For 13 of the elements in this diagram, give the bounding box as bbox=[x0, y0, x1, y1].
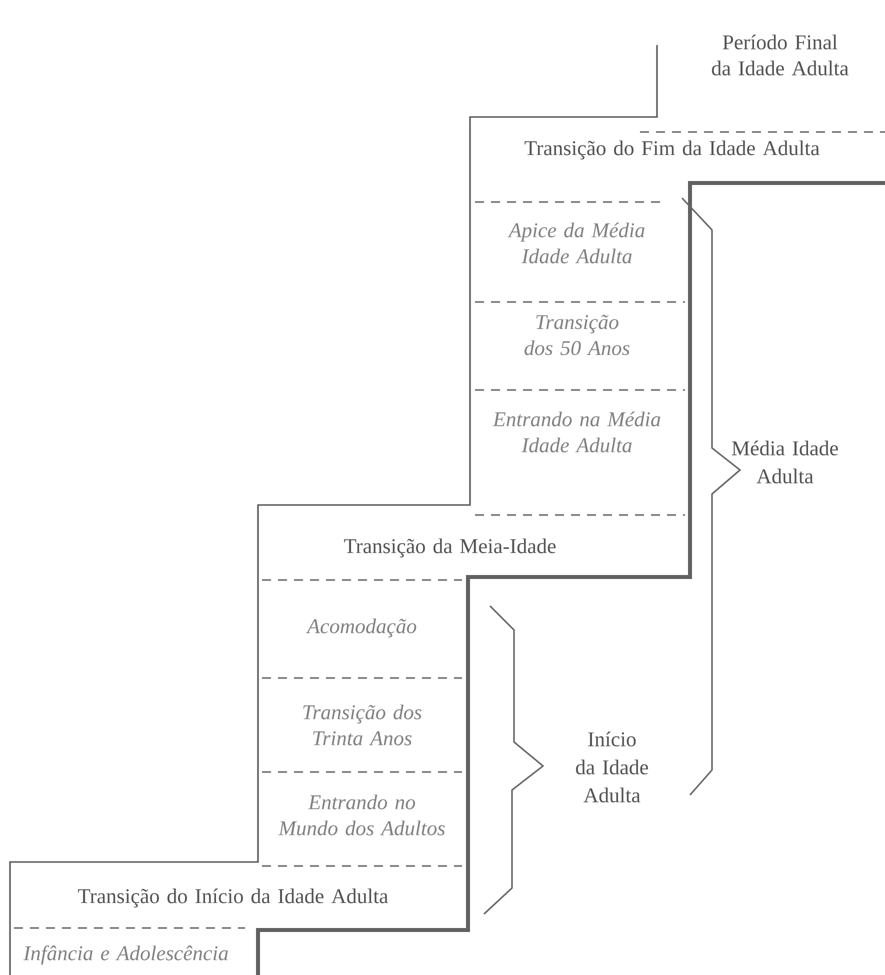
period-label: Entrando no Mundo dos Adultos bbox=[278, 794, 445, 836]
period-label: Acomodação bbox=[306, 618, 416, 638]
transition-label: Transição da Meia-Idade bbox=[344, 538, 556, 558]
period-label: Infância e Adolescência bbox=[23, 945, 228, 965]
period-label: Transição dos Trinta Anos bbox=[303, 704, 422, 746]
period-label: Transição dos 50 Anos bbox=[524, 314, 630, 356]
bracket-label: Início da Idade Adulta bbox=[576, 732, 648, 802]
transition-label: Transição do Fim da Idade Adulta bbox=[524, 140, 820, 160]
bracket-label: Média Idade Adulta bbox=[732, 440, 838, 484]
period-label: Apice da Média Idade Adulta bbox=[508, 222, 644, 264]
transition-label: Transição do Início da Idade Adulta bbox=[78, 888, 388, 908]
period-label: Entrando na Média Idade Adulta bbox=[492, 412, 660, 452]
transition-label: Período Final da Idade Adulta bbox=[712, 34, 849, 76]
